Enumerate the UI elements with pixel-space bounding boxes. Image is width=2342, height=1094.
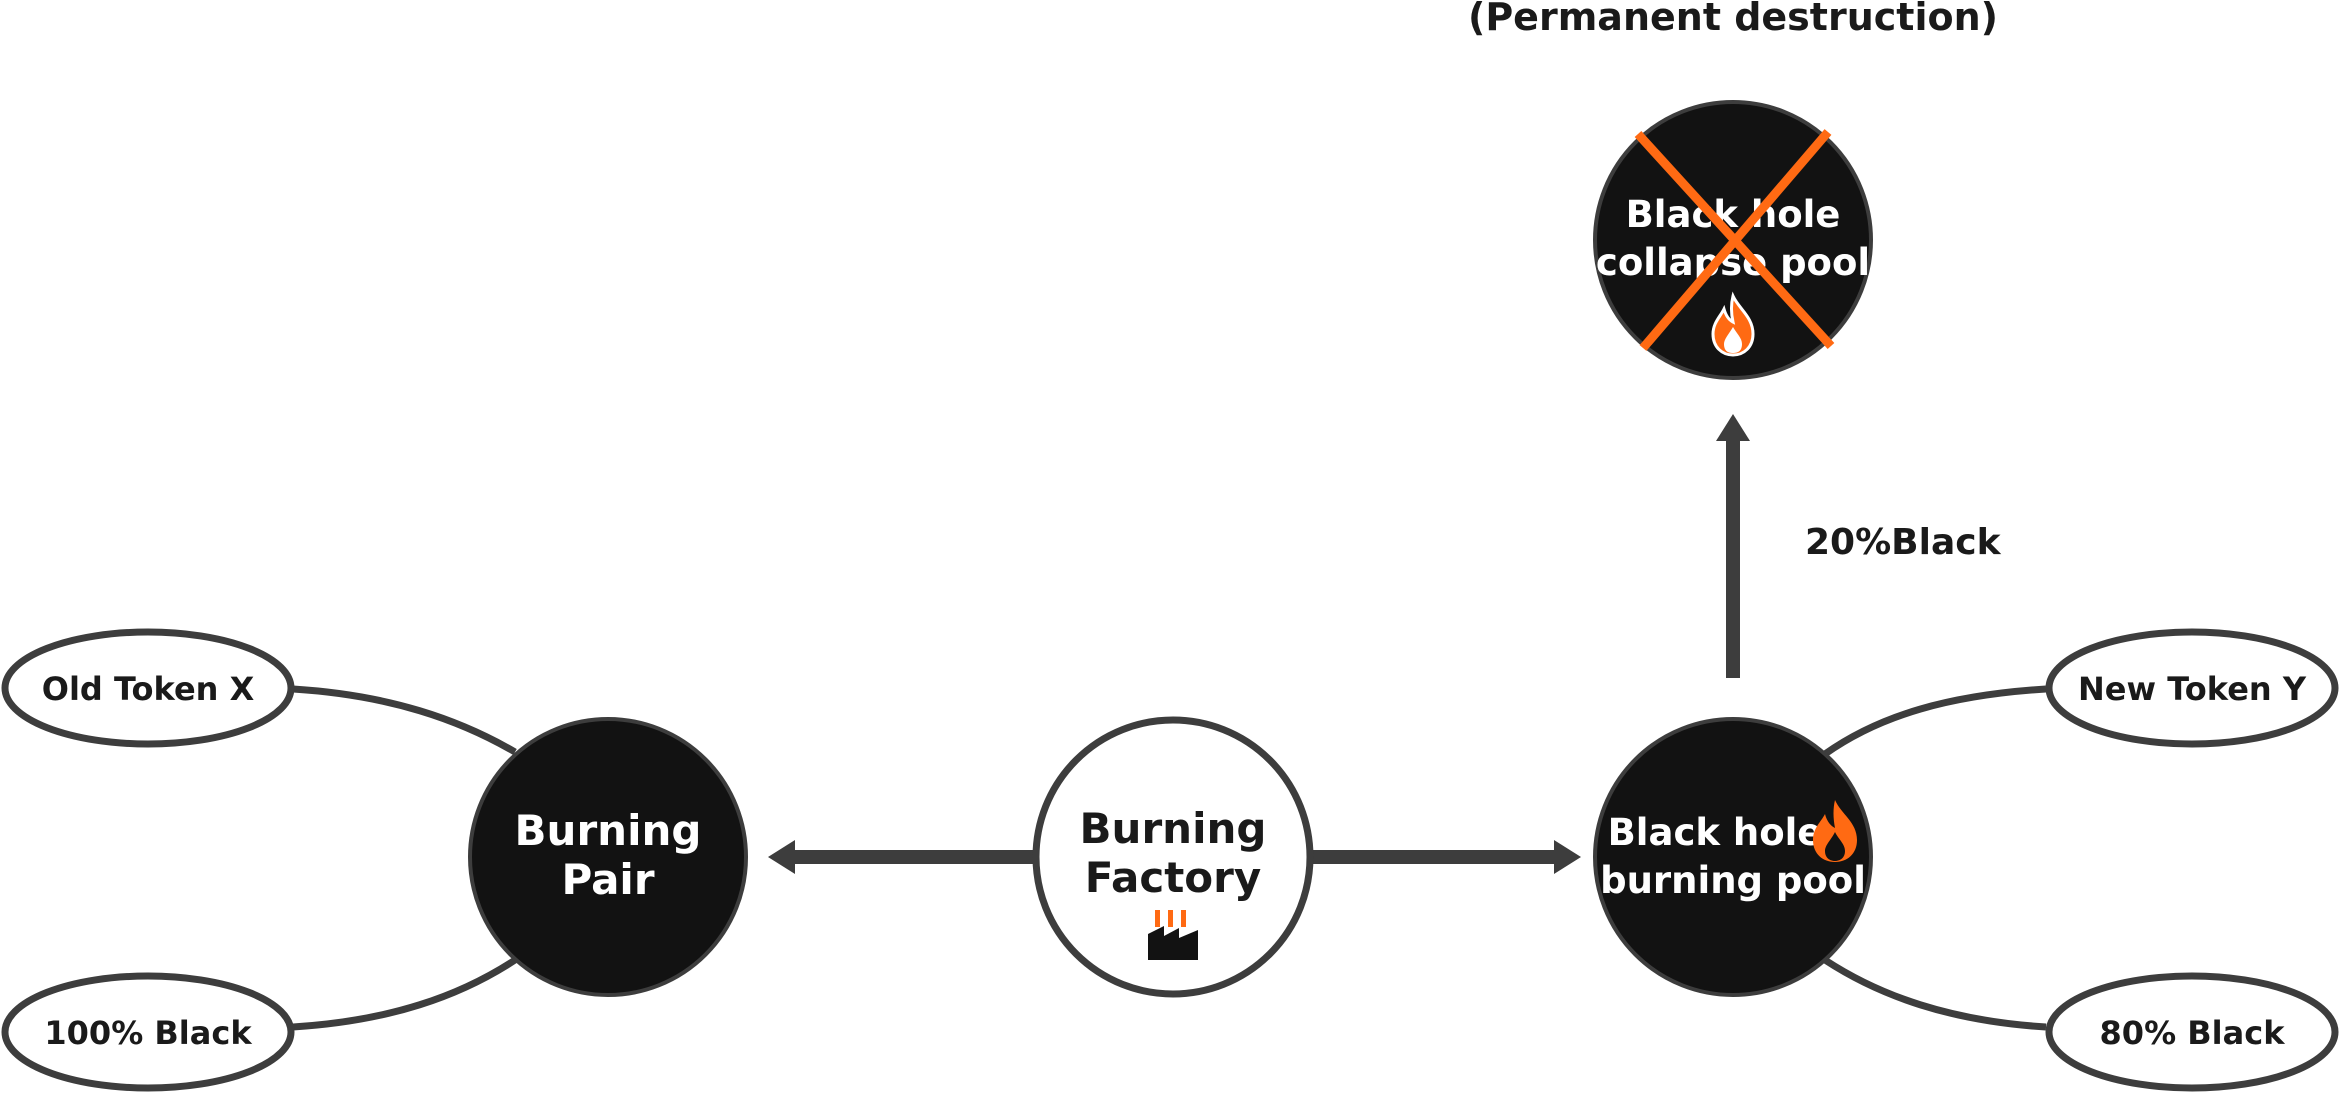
leaf-old-token-label: Old Token X (42, 670, 255, 708)
node-collapse-pool-line1: Black hole (1626, 193, 1841, 236)
leaf-hundred-black-shape (1, 972, 295, 1092)
node-burning-factory: Burning Factory (1032, 716, 1314, 998)
connectors (292, 685, 2047, 1031)
leaf-new-token-label: New Token Y (2078, 670, 2307, 708)
leaf-new-token: New Token Y (2045, 628, 2339, 748)
arrows (785, 440, 1740, 864)
node-burning-pair-shape (468, 717, 748, 997)
leaf-new-token-shape (2045, 628, 2339, 748)
cross-icon (1634, 129, 1835, 351)
node-burning-pair: Burning Pair (468, 717, 748, 997)
node-burning-pool-line1: Black hole (1608, 811, 1823, 854)
connector-hundred-black-to-pair (292, 957, 517, 1031)
arrowhead-right (1554, 840, 1581, 874)
fire-icon (1813, 800, 1857, 862)
node-burning-pool-shape (1593, 717, 1873, 997)
leaf-eighty-black-label: 80% Black (2100, 1014, 2286, 1052)
leaf-hundred-black-label: 100% Black (44, 1014, 252, 1052)
arrowhead-left (768, 840, 795, 874)
edge-label-20-percent-black: 20%Black (1805, 522, 2002, 563)
arrowheads (768, 414, 1750, 874)
node-burning-pool-line2: burning pool (1600, 859, 1866, 902)
node-burning-factory-line2: Factory (1085, 853, 1262, 902)
node-burning-pair-line1: Burning (515, 806, 702, 855)
factory-icon (1148, 910, 1198, 960)
fire-icon (1711, 291, 1755, 357)
node-burning-factory-line1: Burning (1080, 804, 1267, 853)
node-burning-factory-shape (1032, 716, 1314, 998)
permanent-destruction-caption: (Permanent destruction) (1468, 0, 1998, 39)
arrowhead-up (1716, 414, 1750, 441)
connector-new-token-to-burning-pool (1822, 685, 2047, 757)
leaf-old-token-shape (1, 628, 295, 748)
connector-eighty-black-to-burning-pool (1823, 957, 2047, 1031)
leaf-hundred-black: 100% Black (1, 972, 295, 1092)
leaf-old-token: Old Token X (1, 628, 295, 748)
connector-old-token-to-pair (292, 685, 517, 756)
leaf-eighty-black: 80% Black (2045, 972, 2339, 1092)
node-burning-pool: Black hole burning pool (1593, 717, 1873, 997)
leaf-eighty-black-shape (2045, 972, 2339, 1092)
node-collapse-pool: Black hole collapse pool (1593, 100, 1873, 380)
node-burning-pair-line2: Pair (561, 855, 654, 904)
